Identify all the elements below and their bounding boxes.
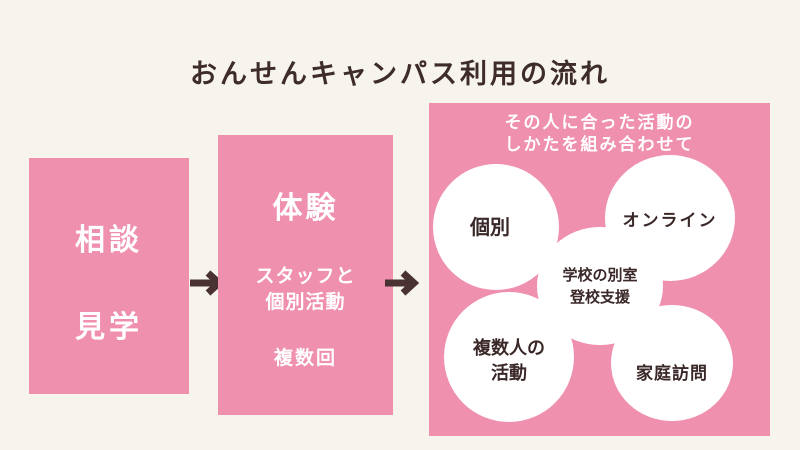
activity-label-line2: 活動 — [491, 363, 527, 384]
step1-label-consultation: 相談 — [75, 223, 143, 258]
step1-label-visit: 見学 — [75, 310, 143, 345]
step2-box — [218, 135, 393, 415]
step2-frequency: 複数回 — [273, 347, 337, 369]
diagram-title: おんせんキャンパス利用の流れ — [190, 59, 610, 90]
step2-description: スタッフと 個別活動 — [218, 263, 393, 315]
arrow-right-icon — [385, 270, 420, 296]
step3-heading: その人に合った活動の しかたを組み合わせて — [429, 112, 770, 156]
step1-box — [29, 158, 189, 394]
activity-label: オンライン — [622, 210, 718, 231]
step2-line1: スタッフと — [255, 265, 356, 287]
activity-label: 個別 — [470, 214, 510, 239]
activity-label-line1: 複数人の — [473, 338, 545, 359]
activity-circle-individual: 個別 — [433, 164, 559, 290]
activity-label: 家庭訪問 — [636, 363, 708, 384]
step3-heading-line2: しかたを組み合わせて — [504, 135, 695, 155]
activity-label-line2: 登校支援 — [569, 288, 630, 306]
activity-label-line1: 学校の別室 — [562, 266, 638, 284]
step2-line2: 個別活動 — [265, 291, 346, 313]
step3-heading-line1: その人に合った活動の — [504, 113, 695, 133]
activity-circle-school-support: 学校の別室 登校支援 — [537, 227, 663, 345]
step2-heading: 体験 — [272, 191, 339, 226]
